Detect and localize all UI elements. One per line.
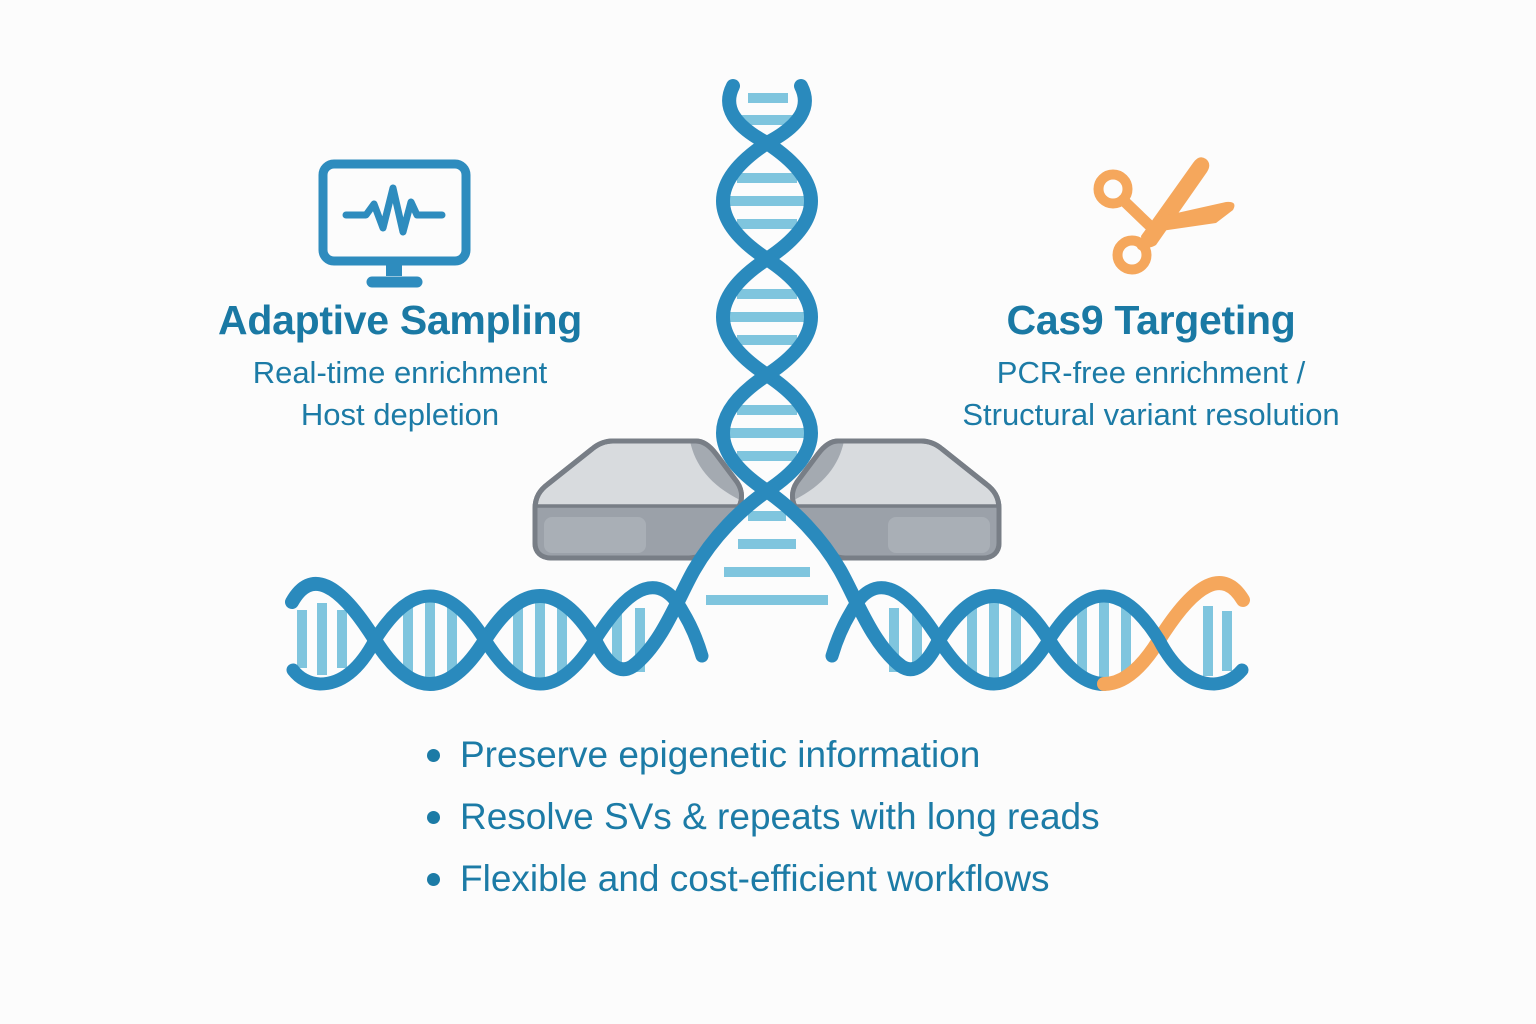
cas9-subtitle-line1: PCR-free enrichment / — [996, 355, 1306, 390]
benefit-text: Flexible and cost-efficient workflows — [460, 858, 1050, 899]
cas9-targeting-block: Cas9 Targeting PCR-free enrichment / Str… — [962, 296, 1339, 436]
dna-strand-bottom-right — [825, 581, 1249, 691]
adaptive-sampling-block: Adaptive Sampling Real-time enrichment H… — [218, 296, 582, 436]
list-item: Resolve SVs & repeats with long reads — [427, 786, 1100, 848]
cas9-subtitle-line2: Structural variant resolution — [962, 397, 1340, 432]
adaptive-sampling-subtitle-line2: Host depletion — [300, 397, 500, 432]
dna-rungs — [297, 93, 1232, 681]
bullet-dot-icon — [427, 748, 440, 762]
dna-strand-thread-right — [716, 79, 1111, 691]
list-item: Preserve epigenetic information — [427, 724, 1100, 786]
cas9-targeting-title: Cas9 Targeting — [1006, 297, 1296, 343]
benefit-text: Resolve SVs & repeats with long reads — [460, 796, 1100, 837]
flow-cell-right-half — [790, 438, 1002, 561]
list-item: Flexible and cost-efficient workflows — [427, 848, 1100, 910]
cas9-cut-strand-orange — [1097, 576, 1250, 691]
dna-strand-thread-left — [285, 79, 818, 691]
bullet-dot-icon — [427, 810, 440, 824]
bullet-dot-icon — [427, 872, 440, 886]
dna-strand-bottom-left — [286, 581, 709, 691]
adaptive-sampling-title: Adaptive Sampling — [218, 297, 582, 343]
adaptive-sampling-subtitle-line1: Real-time enrichment — [252, 355, 548, 390]
scissors-icon — [1093, 157, 1235, 275]
benefit-text: Preserve epigenetic information — [460, 734, 981, 775]
monitor-signal-icon — [318, 159, 471, 288]
benefits-list: Preserve epigenetic information Resolve … — [427, 724, 1100, 910]
dna-helix-strands — [285, 79, 1250, 691]
